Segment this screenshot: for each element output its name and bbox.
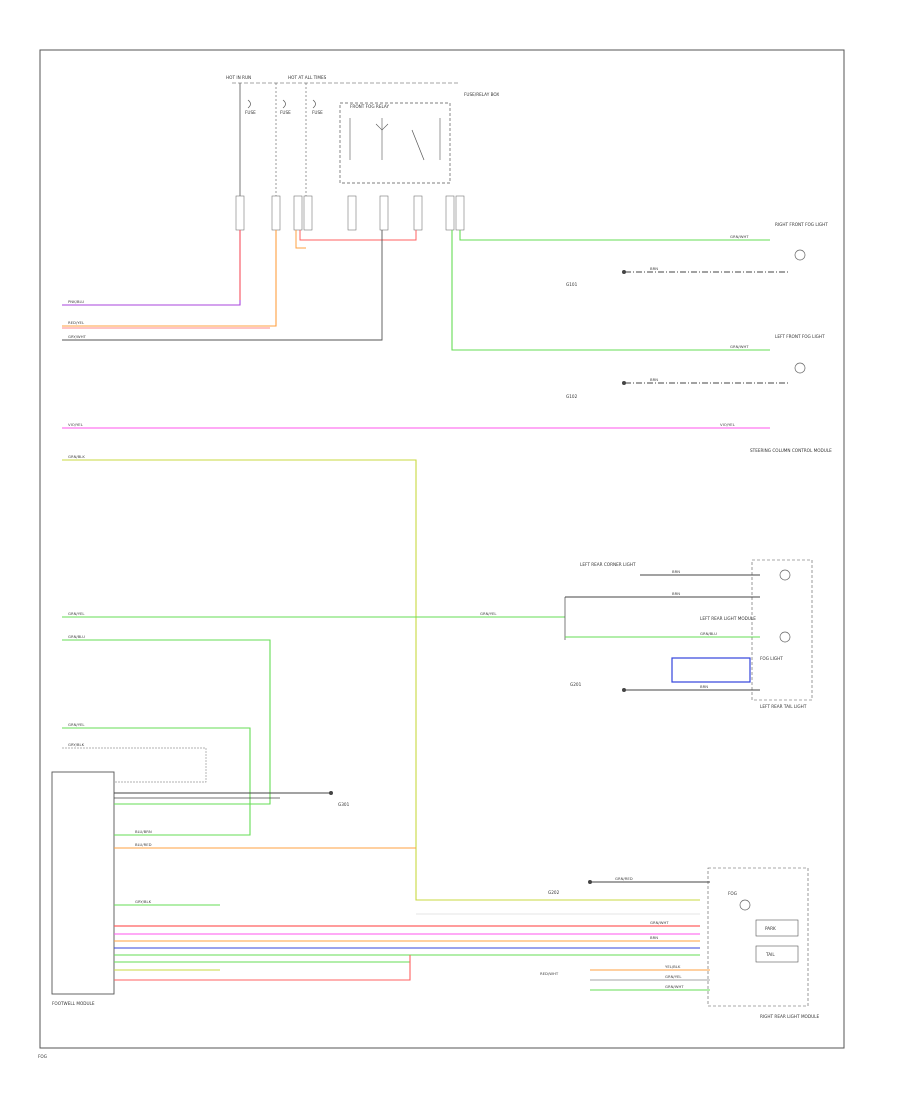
lr-corner-light-icon: [779, 569, 791, 581]
lr-light-module-label: LEFT REAR LIGHT MODULE: [700, 616, 756, 621]
wire-label-8: BRN: [650, 377, 658, 382]
top-connectors: [235, 195, 465, 231]
hot-run-label: HOT IN RUN: [226, 75, 251, 80]
wire-label-19: GRY/BLK: [135, 899, 152, 904]
wire-label-1: PNK/BLU: [68, 299, 84, 304]
fuse-relay-box: HOT IN RUN HOT AT ALL TIMES FUSE FUSE FU…: [226, 75, 499, 196]
wire-relay-loop: [299, 230, 417, 241]
rf-fog-label: RIGHT FRONT FOG LIGHT: [775, 222, 828, 227]
wire-label-7: GRN/WHT: [730, 344, 749, 349]
wire-label-13: GRN/YEL: [68, 722, 85, 727]
wire-label-24: GRN/YEL: [665, 974, 682, 979]
rr-fog-label: FOG: [728, 891, 737, 896]
wire-red-yel: [62, 230, 277, 327]
cm-name-label: FOOTWELL MODULE: [52, 1001, 95, 1006]
lr-tail-blue-loop: [671, 657, 751, 683]
rr-park-label: PARK: [765, 926, 776, 931]
ground-rf-icon: [622, 270, 626, 274]
ground-cm-label: G301: [338, 802, 350, 807]
wire-label-14: GRY/BLK: [68, 742, 85, 747]
wire-label-12: GRN/BLU: [68, 634, 85, 639]
lf-fog-light-icon: [794, 362, 806, 374]
wire-gry-wht: [62, 230, 383, 341]
wire-label-23: BRN: [650, 935, 658, 940]
fog-light-r-label: FOG LIGHT: [760, 656, 783, 661]
wire-relay-loop-orange: [295, 230, 306, 249]
page-ref-label: FOG: [38, 1054, 47, 1059]
rr-ground-icon: [588, 880, 592, 884]
wire-label-15: BRN: [672, 569, 680, 574]
rf-fog-light-icon: [794, 249, 806, 261]
rr-fog-light-icon: [739, 899, 751, 911]
wire-label-20: BRN: [672, 591, 680, 596]
wire-lf-fog: [451, 230, 770, 351]
wire-label-18: BLU/BRN: [135, 829, 152, 834]
front-fog-relay: [339, 102, 451, 184]
control-module-box: [51, 771, 115, 995]
wire-label-4: GRN/WHT: [730, 234, 749, 239]
fuse-relay-box-label: FUSE/RELAY BOX: [464, 92, 499, 97]
ground-cm-icon: [329, 791, 333, 795]
fuse-label-3: FUSE: [312, 110, 323, 115]
wire-label-6: VIO/YEL: [68, 422, 84, 427]
rr-tail-box: [755, 945, 799, 963]
wire-pnk-blu: [62, 230, 241, 306]
wire-label-16: GRN/YEL: [480, 611, 497, 616]
wire-grn-blk: [62, 459, 700, 901]
rr-park-box: [755, 919, 799, 937]
wire-label-3: GRY/WHT: [68, 334, 87, 339]
rr-light-label: RIGHT REAR LIGHT MODULE: [760, 1014, 819, 1019]
ground-lf-icon: [622, 381, 626, 385]
wire-label-10: GRN/BLK: [68, 454, 85, 459]
hot-all-label: HOT AT ALL TIMES: [288, 75, 327, 80]
wire-label-2: RED/YEL: [68, 320, 85, 325]
lr-ground-label: G201: [570, 682, 582, 687]
rr-tail-label: TAIL: [765, 952, 775, 957]
fuse-label-1: FUSE: [245, 110, 256, 115]
lr-corner-label: LEFT REAR CORNER LIGHT: [580, 562, 636, 567]
wire-grn-yel-cm: [62, 727, 251, 836]
right-rear-light-module-box: [707, 867, 809, 1007]
diagram-frame: [39, 49, 845, 1049]
left-rear-light-module-box: [751, 559, 813, 701]
wire-grn-blu: [62, 639, 271, 805]
wire-label-29: BRN: [700, 684, 708, 689]
lr-tail-label: LEFT REAR TAIL LIGHT: [760, 704, 807, 709]
wire-label-11: GRN/YEL: [68, 611, 85, 616]
steering-column-label: STEERING COLUMN CONTROL MODULE: [750, 448, 832, 453]
ground-rf-label: G101: [566, 282, 578, 287]
wire-label-5: BRN: [650, 266, 658, 271]
fuse-label-2: FUSE: [280, 110, 291, 115]
wire-label-22: GRN/WHT: [650, 920, 669, 925]
wire-label-21: GRN/BLU: [700, 631, 717, 636]
lf-fog-label: LEFT FRONT FOG LIGHT: [775, 334, 825, 339]
wire-label-25: GRN/WHT: [665, 984, 684, 989]
wire-rf-fog: [459, 230, 770, 241]
rr-ground-label: G202: [548, 890, 560, 895]
wire-label-26: YEL/BLK: [665, 964, 681, 969]
ground-lf-label: G102: [566, 394, 578, 399]
wire-label-9: VIO/YEL: [720, 422, 736, 427]
lr-ground-icon: [622, 688, 626, 692]
wire-label-17: BLU/RED: [135, 842, 152, 847]
wire-label-28: GRN/RED: [615, 876, 633, 881]
rear-harness: [114, 913, 700, 981]
wire-label-27: RED/WHT: [540, 971, 559, 976]
front-fog-relay-label: FRONT FOG RELAY: [350, 104, 389, 109]
lr-fog-light-icon: [779, 631, 791, 643]
wire-gry-blk: [62, 747, 207, 783]
